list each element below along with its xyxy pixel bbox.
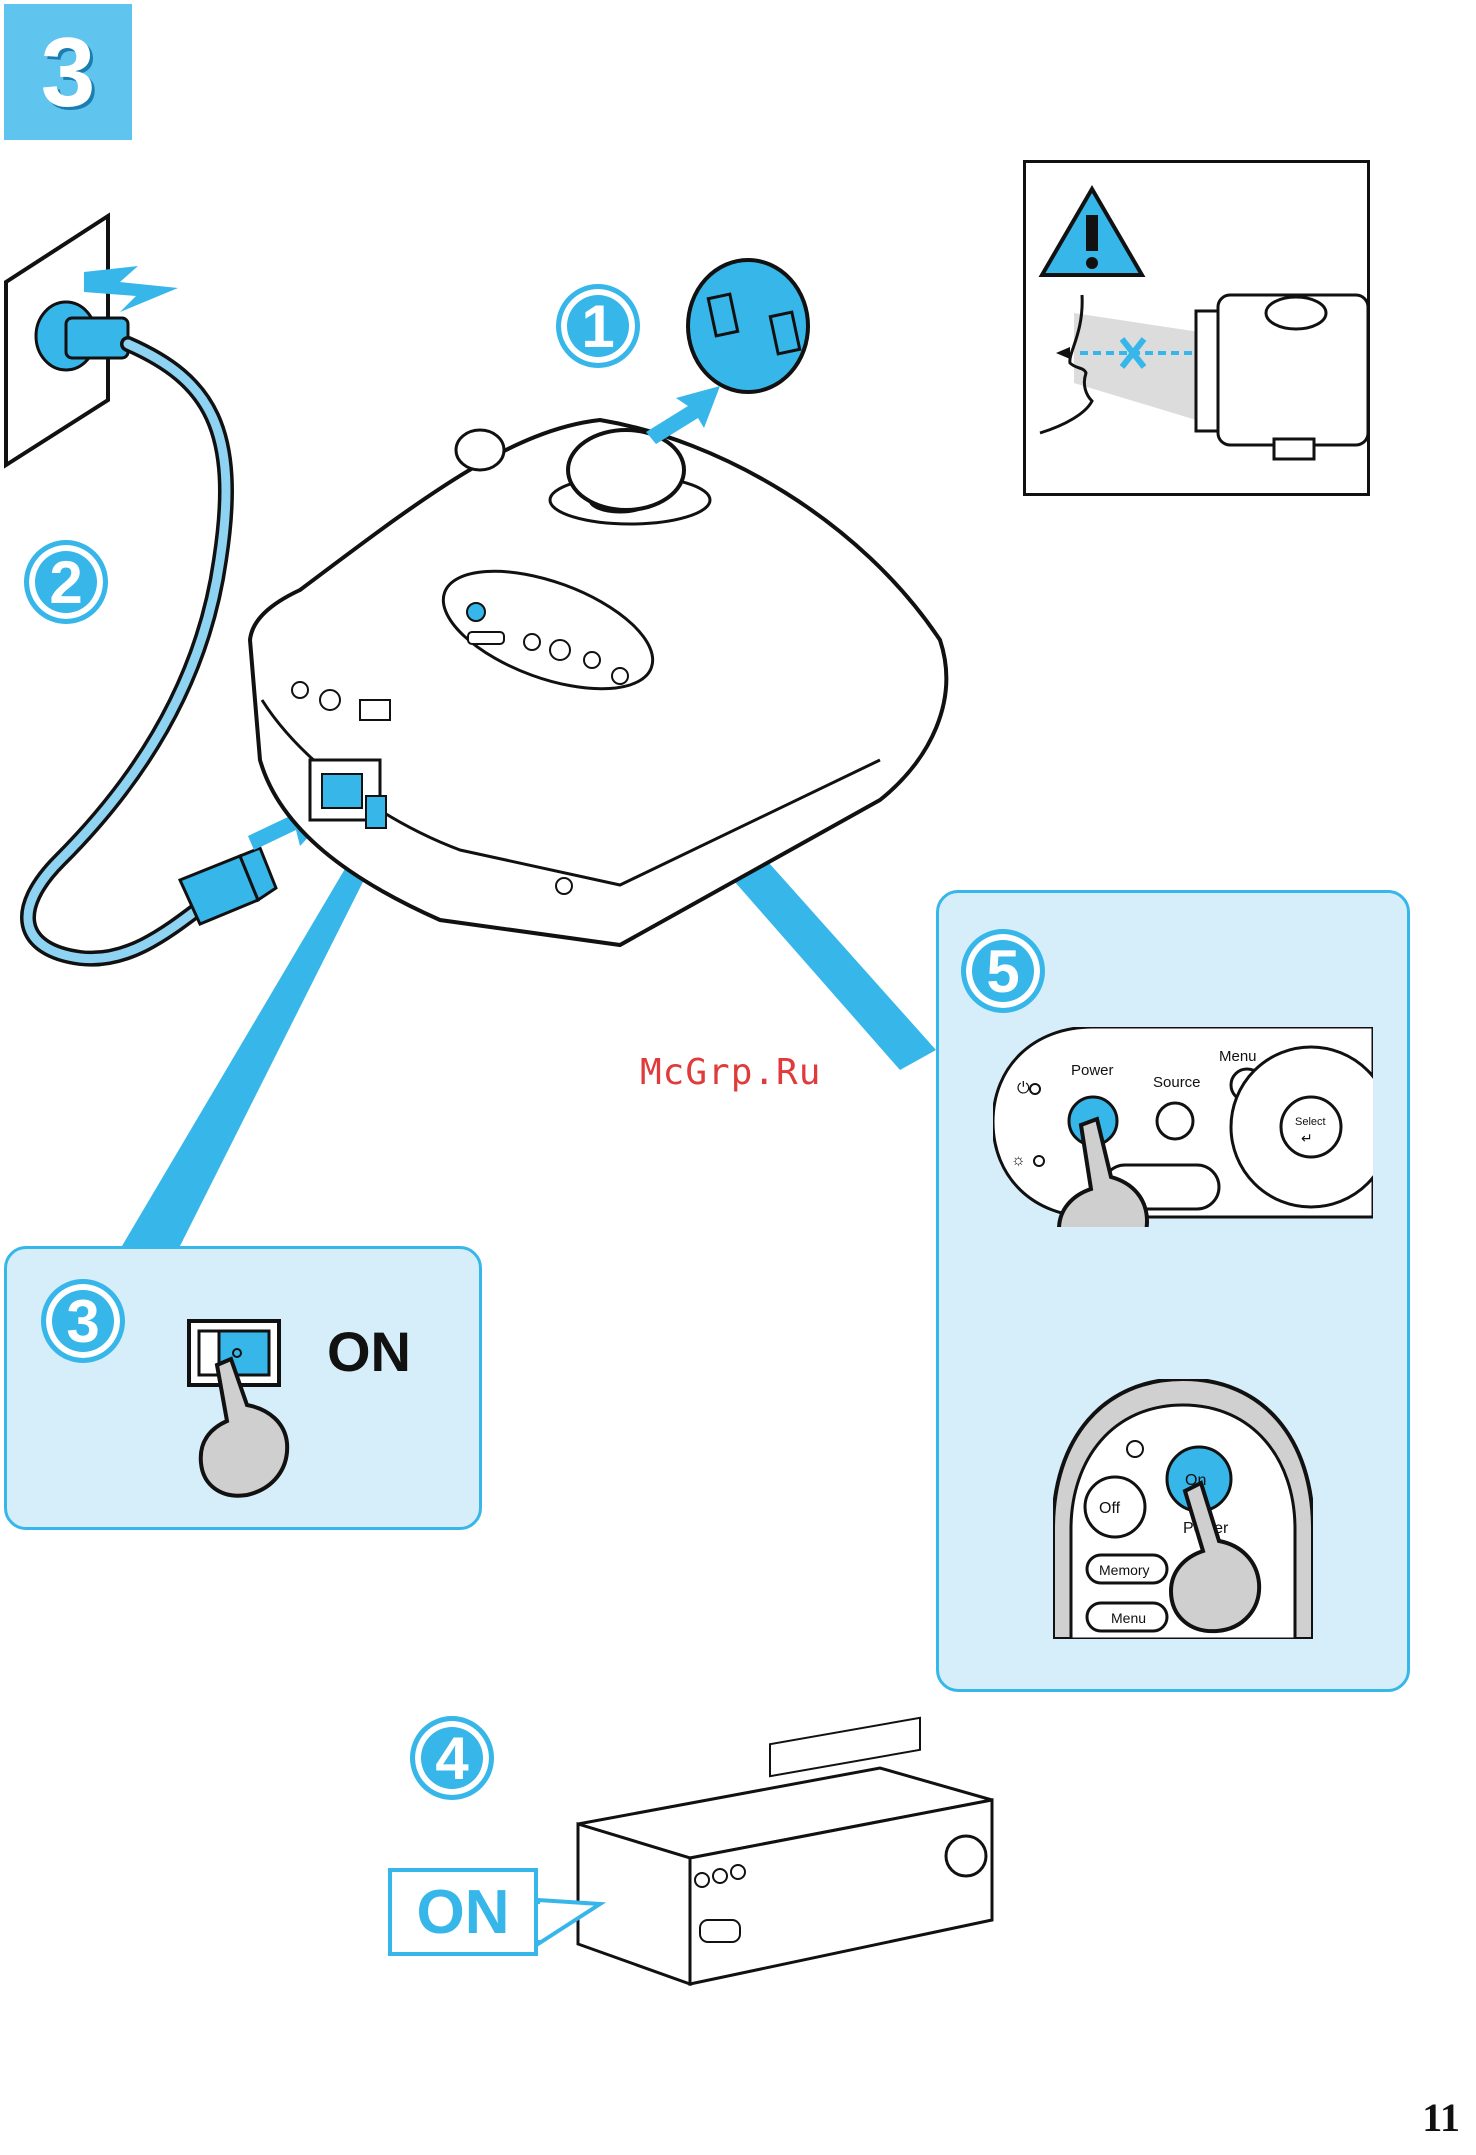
video-source-on-label: ON: [388, 1868, 538, 1956]
remote-memory-label: Memory: [1099, 1562, 1150, 1578]
substep-4-badge: 4: [410, 1716, 494, 1800]
svg-text:⏻: ⏻: [1017, 1080, 1030, 1097]
projector-icon: [250, 420, 946, 945]
iec-connector: [180, 848, 276, 924]
remote-menu-label: Menu: [1111, 1610, 1146, 1626]
power-on-panel: 5 ⏻ ☼ Power Source Menu Select ↵: [936, 890, 1410, 1692]
page-number: 11: [1422, 2094, 1460, 2141]
eye-icon: [1056, 347, 1070, 359]
substep-3-badge: 3: [41, 1279, 125, 1363]
remote-off-label: Off: [1099, 1500, 1121, 1517]
eye-warning-box: [1023, 160, 1370, 496]
panel-source-label: Source: [1153, 1074, 1201, 1091]
remote-control-icon: Off On Power Memory Menu: [1053, 1379, 1313, 1639]
panel-select-label: Select: [1295, 1116, 1326, 1128]
substep-5-badge: 5: [961, 929, 1045, 1013]
watermark-text: McGrp.Ru: [640, 1052, 821, 1093]
substep-2-badge: 2: [24, 540, 108, 624]
lens-cap-icon: [688, 260, 808, 392]
svg-text:☼: ☼: [1011, 1152, 1026, 1169]
panel-menu-label: Menu: [1219, 1048, 1257, 1065]
panel-power-label: Power: [1071, 1062, 1114, 1079]
arrow-icon: [646, 386, 720, 444]
vcr-icon: [578, 1718, 992, 1984]
power-plug-icon: [36, 302, 128, 370]
svg-text:↵: ↵: [1301, 1130, 1313, 1146]
substep-1-badge: 1: [556, 284, 640, 368]
warning-icon: [1042, 189, 1142, 275]
panel-source-button[interactable]: [1157, 1103, 1193, 1139]
power-switch-panel: 3 ON: [4, 1246, 482, 1530]
power-switch-on-label: ON: [327, 1319, 411, 1384]
projector-control-panel: ⏻ ☼ Power Source Menu Select ↵: [993, 1027, 1373, 1227]
